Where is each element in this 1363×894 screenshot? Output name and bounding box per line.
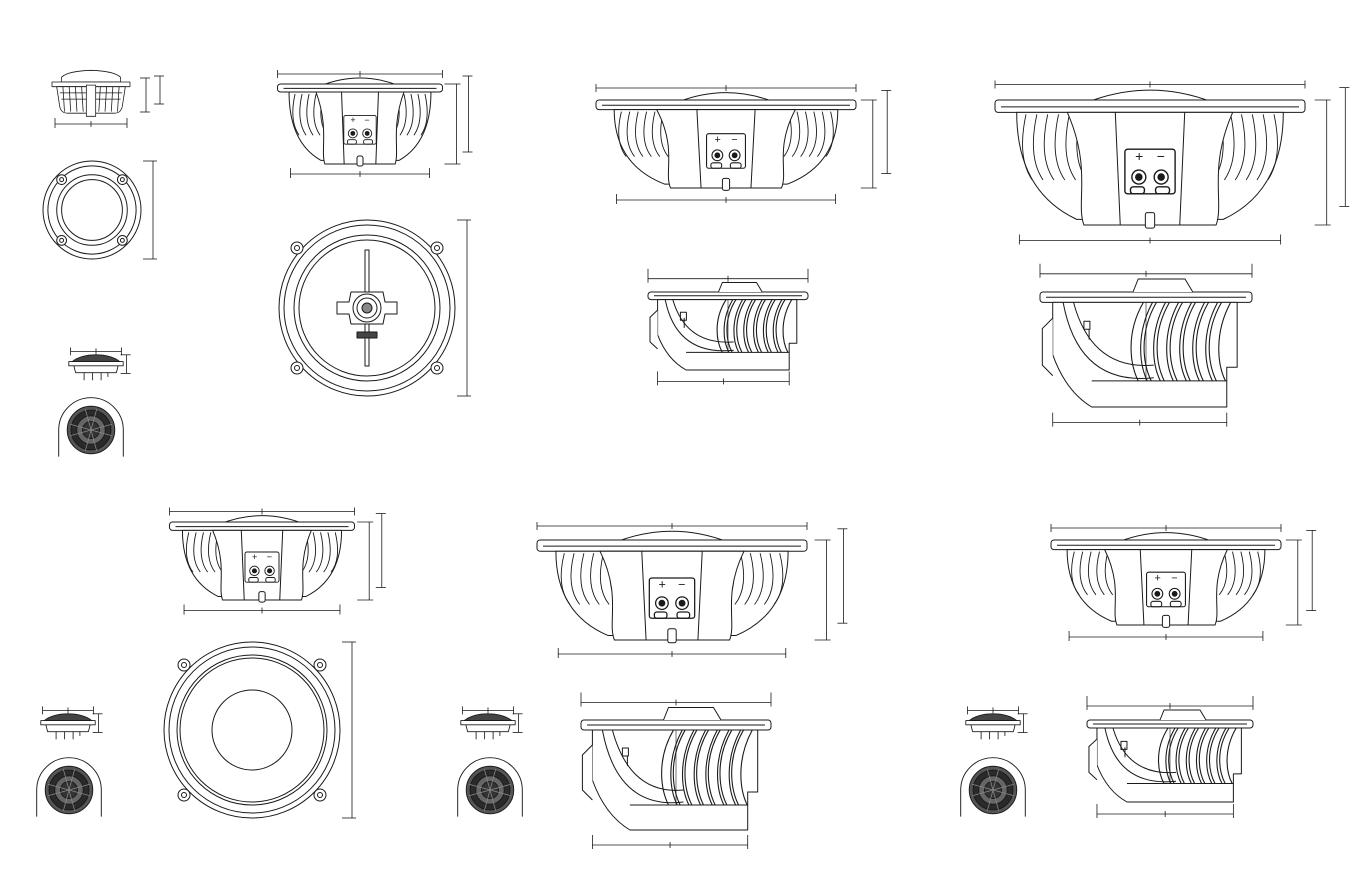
e-tweeter-side (41, 706, 103, 739)
g-terminal-side: +− (1051, 524, 1316, 641)
c-profile-side (648, 269, 808, 386)
terminal-plus-label: + (252, 552, 258, 563)
terminal-plus-label: + (1135, 148, 1143, 164)
e-grille-front (37, 758, 102, 817)
f-tweeter-side (461, 706, 523, 739)
ring-front-view (43, 161, 157, 259)
g-profile-side (1087, 696, 1253, 818)
terminal-minus-label: − (364, 115, 369, 125)
terminal-minus-label: − (678, 578, 685, 592)
a-tweeter-side (69, 347, 131, 380)
terminal-plus-label: + (350, 115, 355, 125)
d-profile-side (1040, 264, 1252, 427)
d-terminal-side: +− (995, 81, 1349, 245)
e-terminal-side: +− (170, 508, 386, 615)
terminal-minus-label: − (1171, 572, 1177, 584)
a-grille-front (59, 398, 124, 457)
woofer-front-view (164, 642, 356, 818)
g-tweeter-side (966, 706, 1028, 739)
terminal-minus-label: − (267, 552, 273, 563)
terminal-plus-label: + (1154, 572, 1160, 584)
b-terminal-side: +− (278, 70, 473, 178)
f-grille-front (458, 758, 523, 817)
terminal-minus-label: − (1157, 148, 1165, 164)
terminal-plus-label: + (714, 134, 720, 146)
f-profile-side (581, 693, 771, 850)
f-terminal-side: +− (537, 522, 847, 658)
c-terminal-side: +− (596, 84, 891, 204)
terminal-minus-label: − (731, 134, 737, 146)
g-grille-front (961, 758, 1026, 817)
tweeter-top-side (52, 70, 164, 128)
coax-front-view (279, 220, 471, 396)
terminal-plus-label: + (659, 578, 666, 592)
